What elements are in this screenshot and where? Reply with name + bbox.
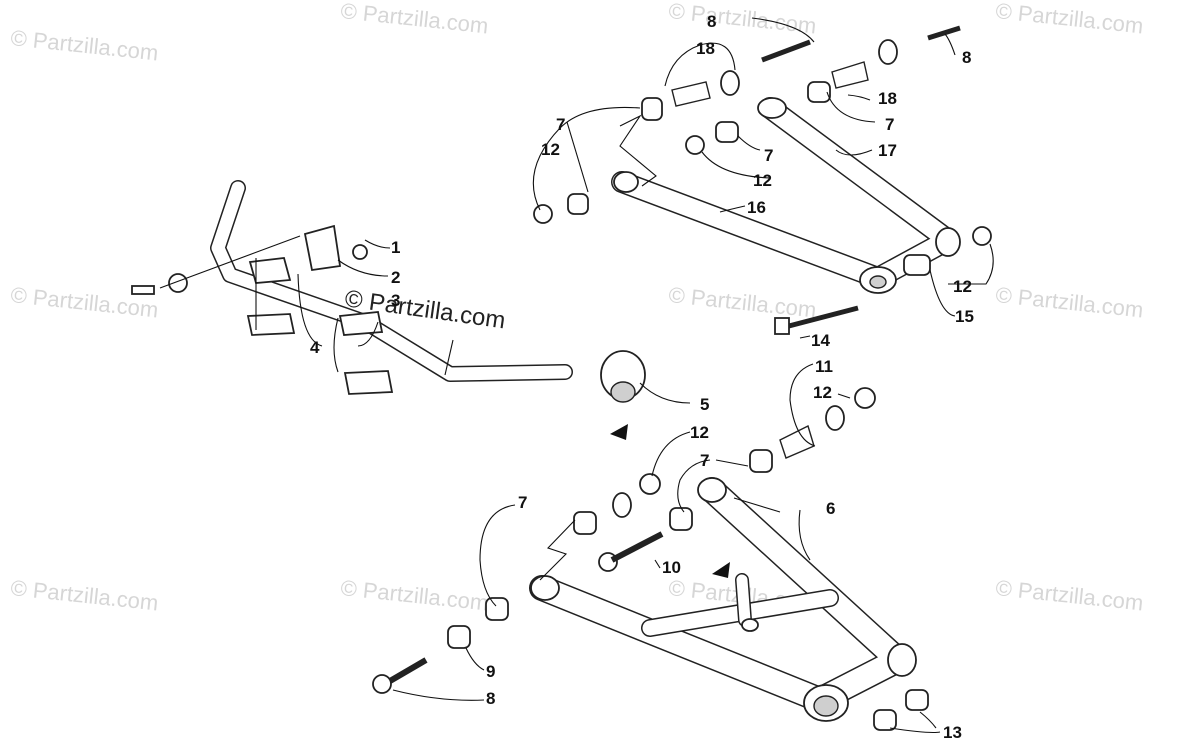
lower-a-arm xyxy=(529,477,917,722)
callout-6: 6 xyxy=(826,499,835,518)
callout-labels: 1 2 3 4 5 6 7 7 7 7 7 8 8 8 9 10 11 12 1… xyxy=(310,12,974,742)
callout-10: 10 xyxy=(662,558,681,577)
callout-8: 8 xyxy=(486,689,495,708)
callout-9: 9 xyxy=(486,662,495,681)
callout-2: 2 xyxy=(391,268,400,287)
callout-18: 18 xyxy=(696,39,715,58)
callout-12: 12 xyxy=(813,383,832,402)
watermark: © Partzilla.com xyxy=(9,575,159,615)
callout-8: 8 xyxy=(707,12,716,31)
watermark: © Partzilla.com xyxy=(994,282,1144,322)
callout-7: 7 xyxy=(764,146,773,165)
callout-3: 3 xyxy=(391,291,400,310)
callout-18: 18 xyxy=(878,89,897,108)
callout-7: 7 xyxy=(556,115,565,134)
watermark: © Partzilla.com xyxy=(9,25,159,65)
watermark: © Partzilla.com xyxy=(994,0,1144,38)
callout-5: 5 xyxy=(700,395,709,414)
sway-bar-brackets xyxy=(131,224,394,395)
callout-16: 16 xyxy=(747,198,766,217)
callout-4: 4 xyxy=(310,338,320,357)
watermark: © Partzilla.com xyxy=(339,575,489,615)
watermark: © Partzilla.com xyxy=(667,0,817,38)
callout-13: 13 xyxy=(943,723,962,742)
callout-12: 12 xyxy=(753,171,772,190)
callout-12: 12 xyxy=(953,277,972,296)
watermark: © Partzilla.com xyxy=(339,0,489,38)
watermark: © Partzilla.com xyxy=(667,282,817,322)
callout-11: 11 xyxy=(815,357,833,376)
callout-7: 7 xyxy=(885,115,894,134)
upper-hardware xyxy=(533,25,992,335)
callout-15: 15 xyxy=(955,307,974,326)
leader-lines xyxy=(159,17,994,734)
callout-8: 8 xyxy=(962,48,971,67)
callout-17: 17 xyxy=(878,141,897,160)
callout-12: 12 xyxy=(541,140,560,159)
callout-7: 7 xyxy=(518,493,527,512)
callout-12: 12 xyxy=(690,423,709,442)
watermark: © Partzilla.com xyxy=(994,575,1144,615)
callout-1: 1 xyxy=(391,238,400,257)
callout-14: 14 xyxy=(811,331,830,350)
sway-bar xyxy=(210,180,646,403)
callout-7: 7 xyxy=(700,451,709,470)
